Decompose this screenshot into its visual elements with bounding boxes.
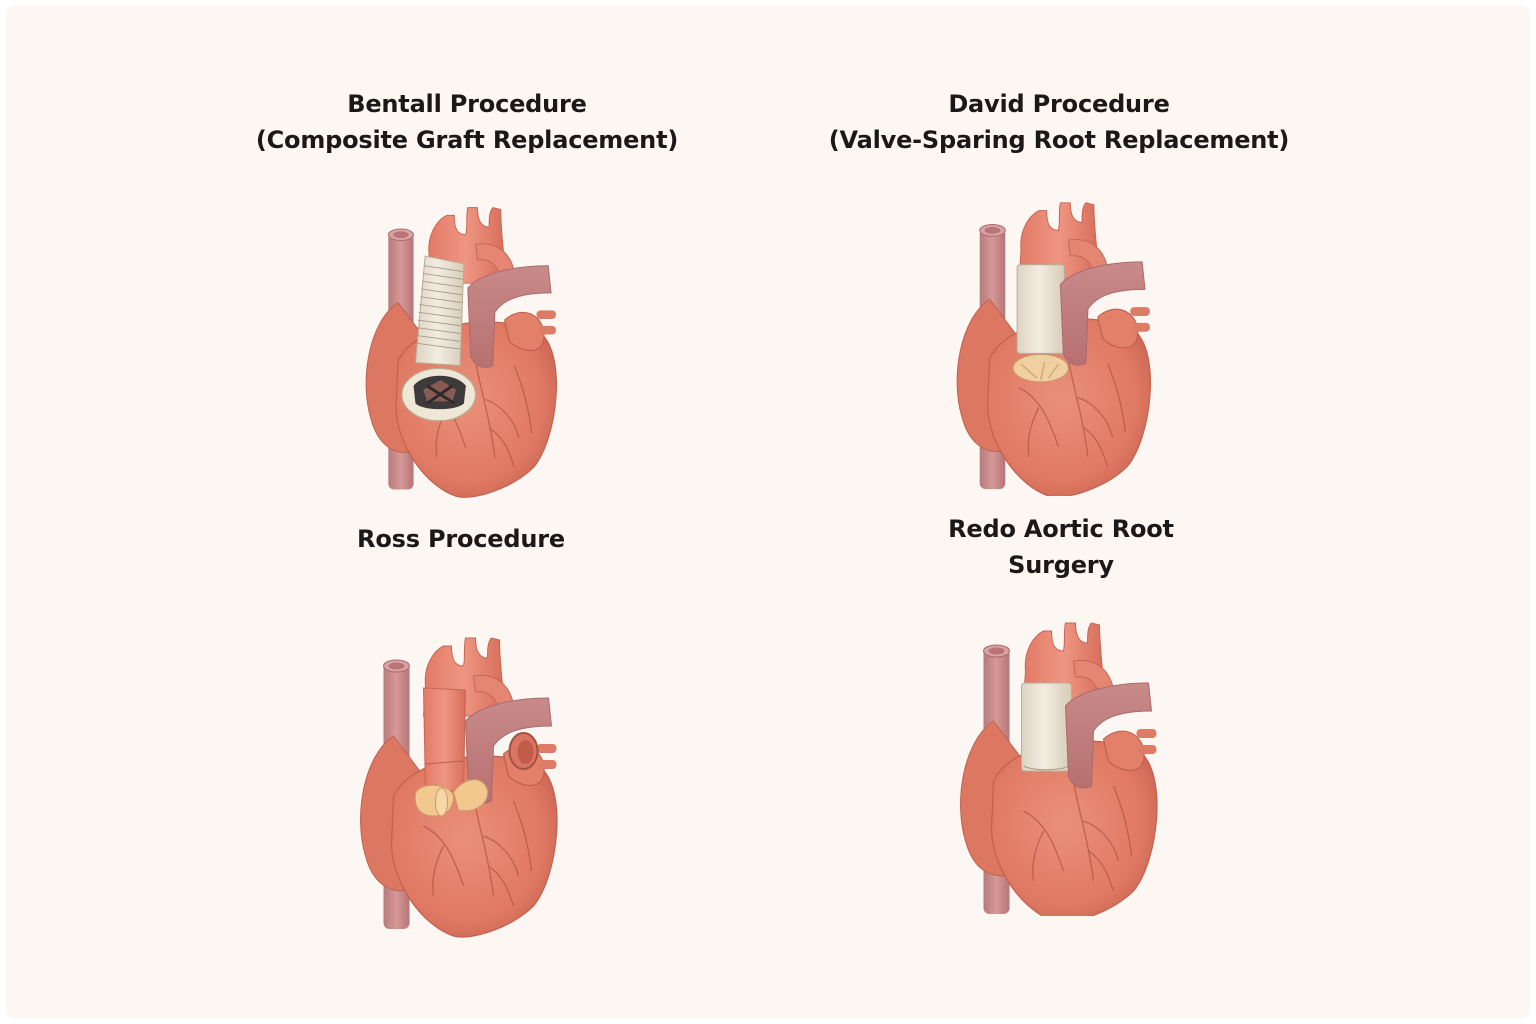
ross-title-line1: Ross Procedure <box>357 525 565 553</box>
ross-title: Ross Procedure <box>306 521 616 557</box>
redo-heart-illustration <box>951 611 1166 916</box>
bentall-heart-illustration <box>356 196 566 506</box>
heart-with-redo-root-graft-icon <box>959 622 1158 916</box>
david-title-line1: David Procedure <box>948 90 1170 118</box>
bentall-title-line1: Bentall Procedure <box>347 90 587 118</box>
bentall-title-line2: (Composite Graft Replacement) <box>255 126 679 154</box>
heart-with-pulmonary-autograft-icon <box>359 637 558 938</box>
ross-heart-illustration <box>351 626 566 941</box>
bentall-title: Bentall Procedure (Composite Graft Repla… <box>236 86 698 158</box>
redo-title-line2: Surgery <box>1008 551 1114 579</box>
david-heart-illustration <box>946 191 1161 496</box>
heart-with-composite-graft-and-mechanical-valve-icon <box>365 207 558 498</box>
redo-title-line1: Redo Aortic Root <box>948 515 1174 543</box>
heart-with-valve-sparing-graft-icon <box>956 202 1152 496</box>
david-title-line2: (Valve-Sparing Root Replacement) <box>828 126 1290 154</box>
redo-title: Redo Aortic Root Surgery <box>906 511 1216 583</box>
david-title: David Procedure (Valve-Sparing Root Repl… <box>824 86 1294 158</box>
figure-panel: Bentall Procedure (Composite Graft Repla… <box>6 6 1530 1018</box>
